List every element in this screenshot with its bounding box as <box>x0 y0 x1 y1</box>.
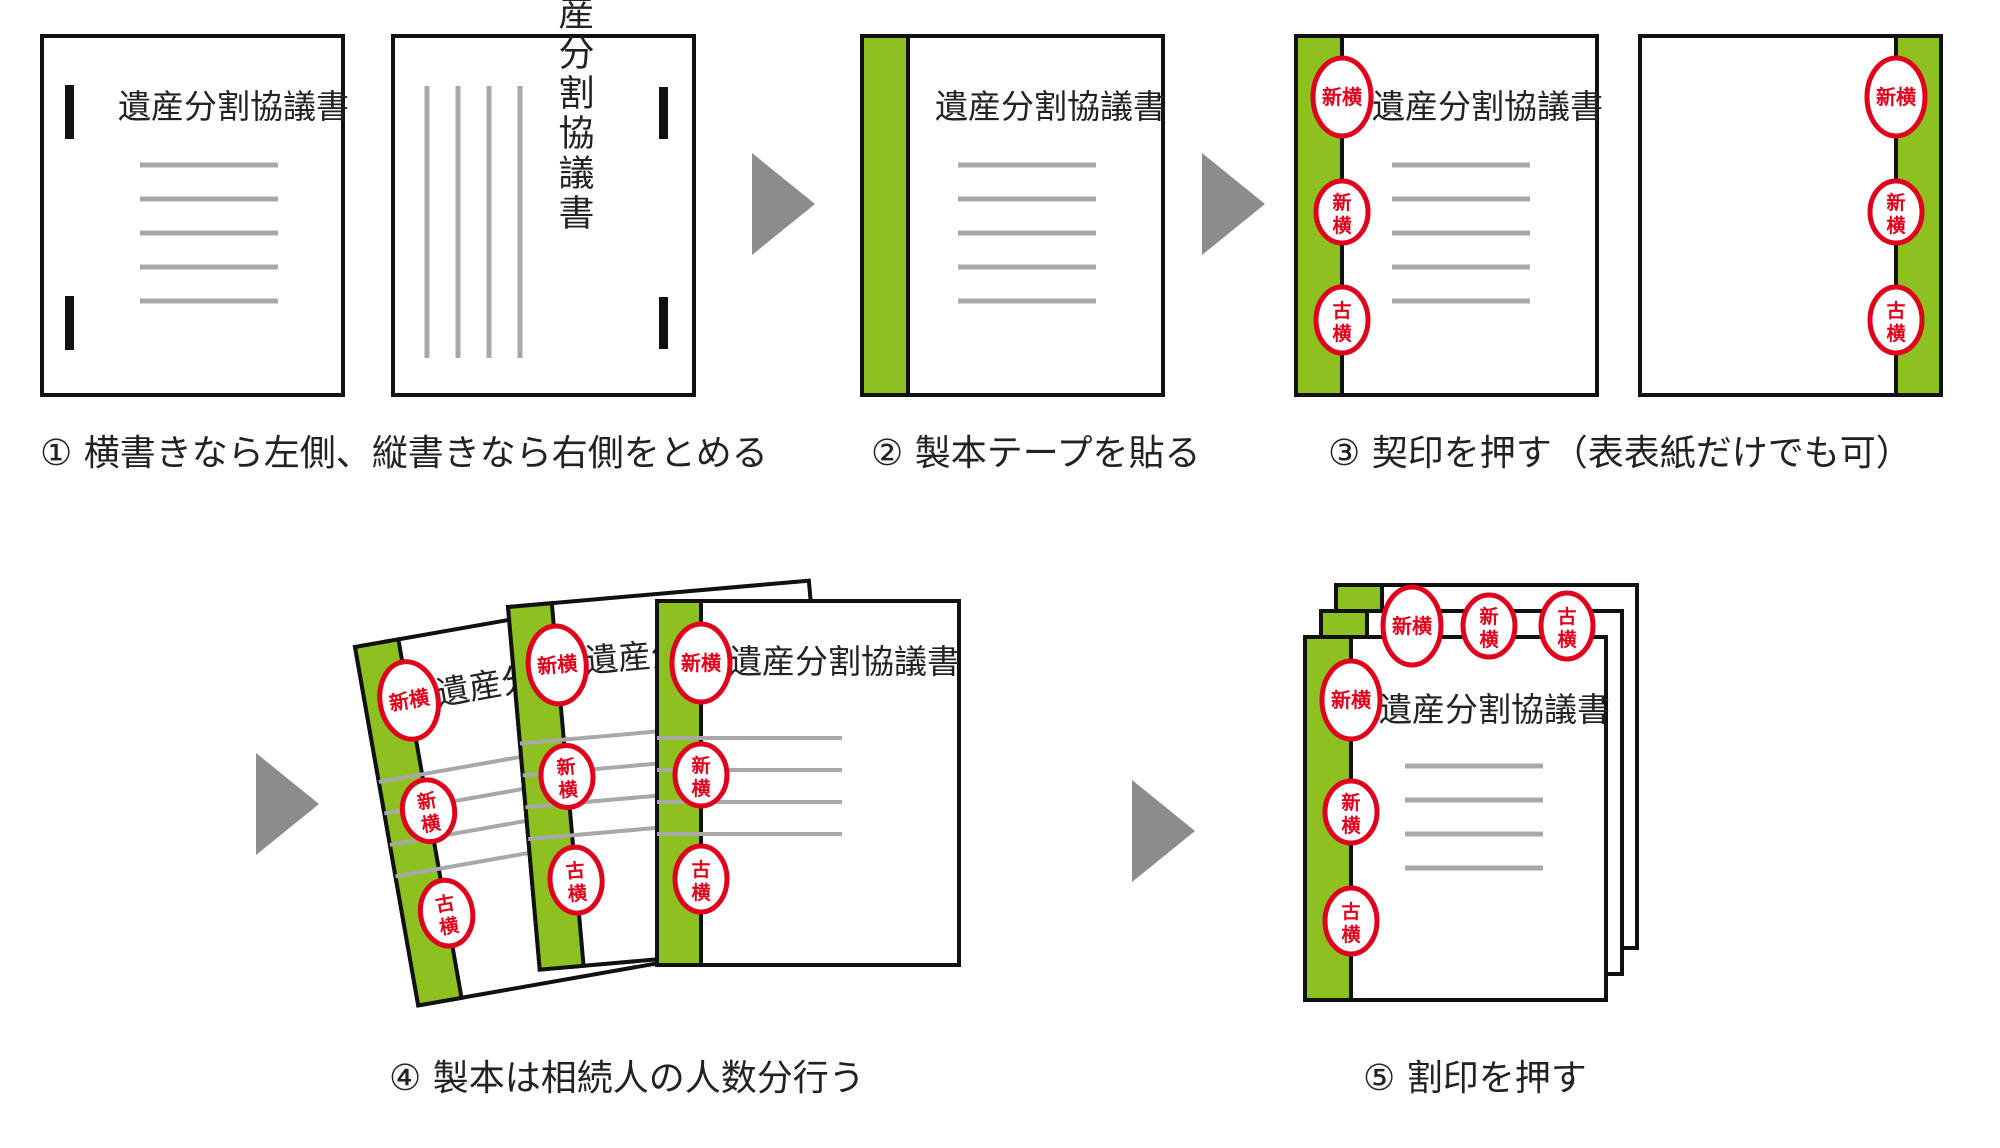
caption-step4: ④ 製本は相続人の人数分行う <box>389 1058 865 1099</box>
seal-stamp <box>1316 181 1368 243</box>
arrow-1-to-2 <box>752 153 815 255</box>
seal-stamp <box>1316 287 1368 353</box>
seal-stamp <box>1870 287 1922 353</box>
seal-stamp <box>1325 781 1377 843</box>
seal-stamp <box>1322 661 1380 739</box>
step1-horizontal-doc: 遺産分割協議書 <box>40 34 349 397</box>
caption-step5: ⑤ 割印を押す <box>1363 1058 1587 1099</box>
caption-step3: ③ 契印を押す（表表紙だけでも可） <box>1328 433 1912 474</box>
seal-stamp <box>1867 58 1925 136</box>
tally-seal <box>1541 593 1593 659</box>
arrow-into-5 <box>1132 780 1195 882</box>
step5-stack: 遺産分割協議書 <box>1303 583 1639 1002</box>
seal-stamp <box>1870 181 1922 243</box>
doc-title-vertical: 遺産分割協議書 <box>553 0 595 234</box>
step2-taped-doc: 遺産分割協議書 <box>860 34 1166 397</box>
doc-title: 遺産分割協議書 <box>1379 690 1610 729</box>
caption-step1: ① 横書きなら左側、縦書きなら右側をとめる <box>40 433 768 474</box>
step3-front-cover: 遺産分割協議書 <box>1294 34 1603 397</box>
tally-seal <box>1463 595 1515 657</box>
doc-title: 遺産分割協議書 <box>118 87 349 126</box>
staple-bottom <box>659 297 668 349</box>
staple-top <box>65 85 74 139</box>
tally-seal <box>1383 587 1441 665</box>
doc-title: 遺産分割協議書 <box>935 87 1166 126</box>
seal-stamp <box>1325 888 1377 954</box>
copy-front <box>657 601 960 965</box>
staple-top <box>659 87 668 139</box>
doc-title: 遺産分割協議書 <box>1372 87 1603 126</box>
step3-back-cover <box>1638 34 1943 397</box>
step1-vertical-doc: 遺産分割協議書 <box>391 0 696 397</box>
arrow-2-to-3 <box>1202 153 1265 255</box>
step4-copies <box>355 581 960 1006</box>
staple-bottom <box>65 296 74 350</box>
binding-tape <box>860 34 910 397</box>
caption-step2: ② 製本テープを貼る <box>871 433 1201 474</box>
seal-stamp <box>1313 58 1371 136</box>
arrow-into-4 <box>256 753 319 855</box>
